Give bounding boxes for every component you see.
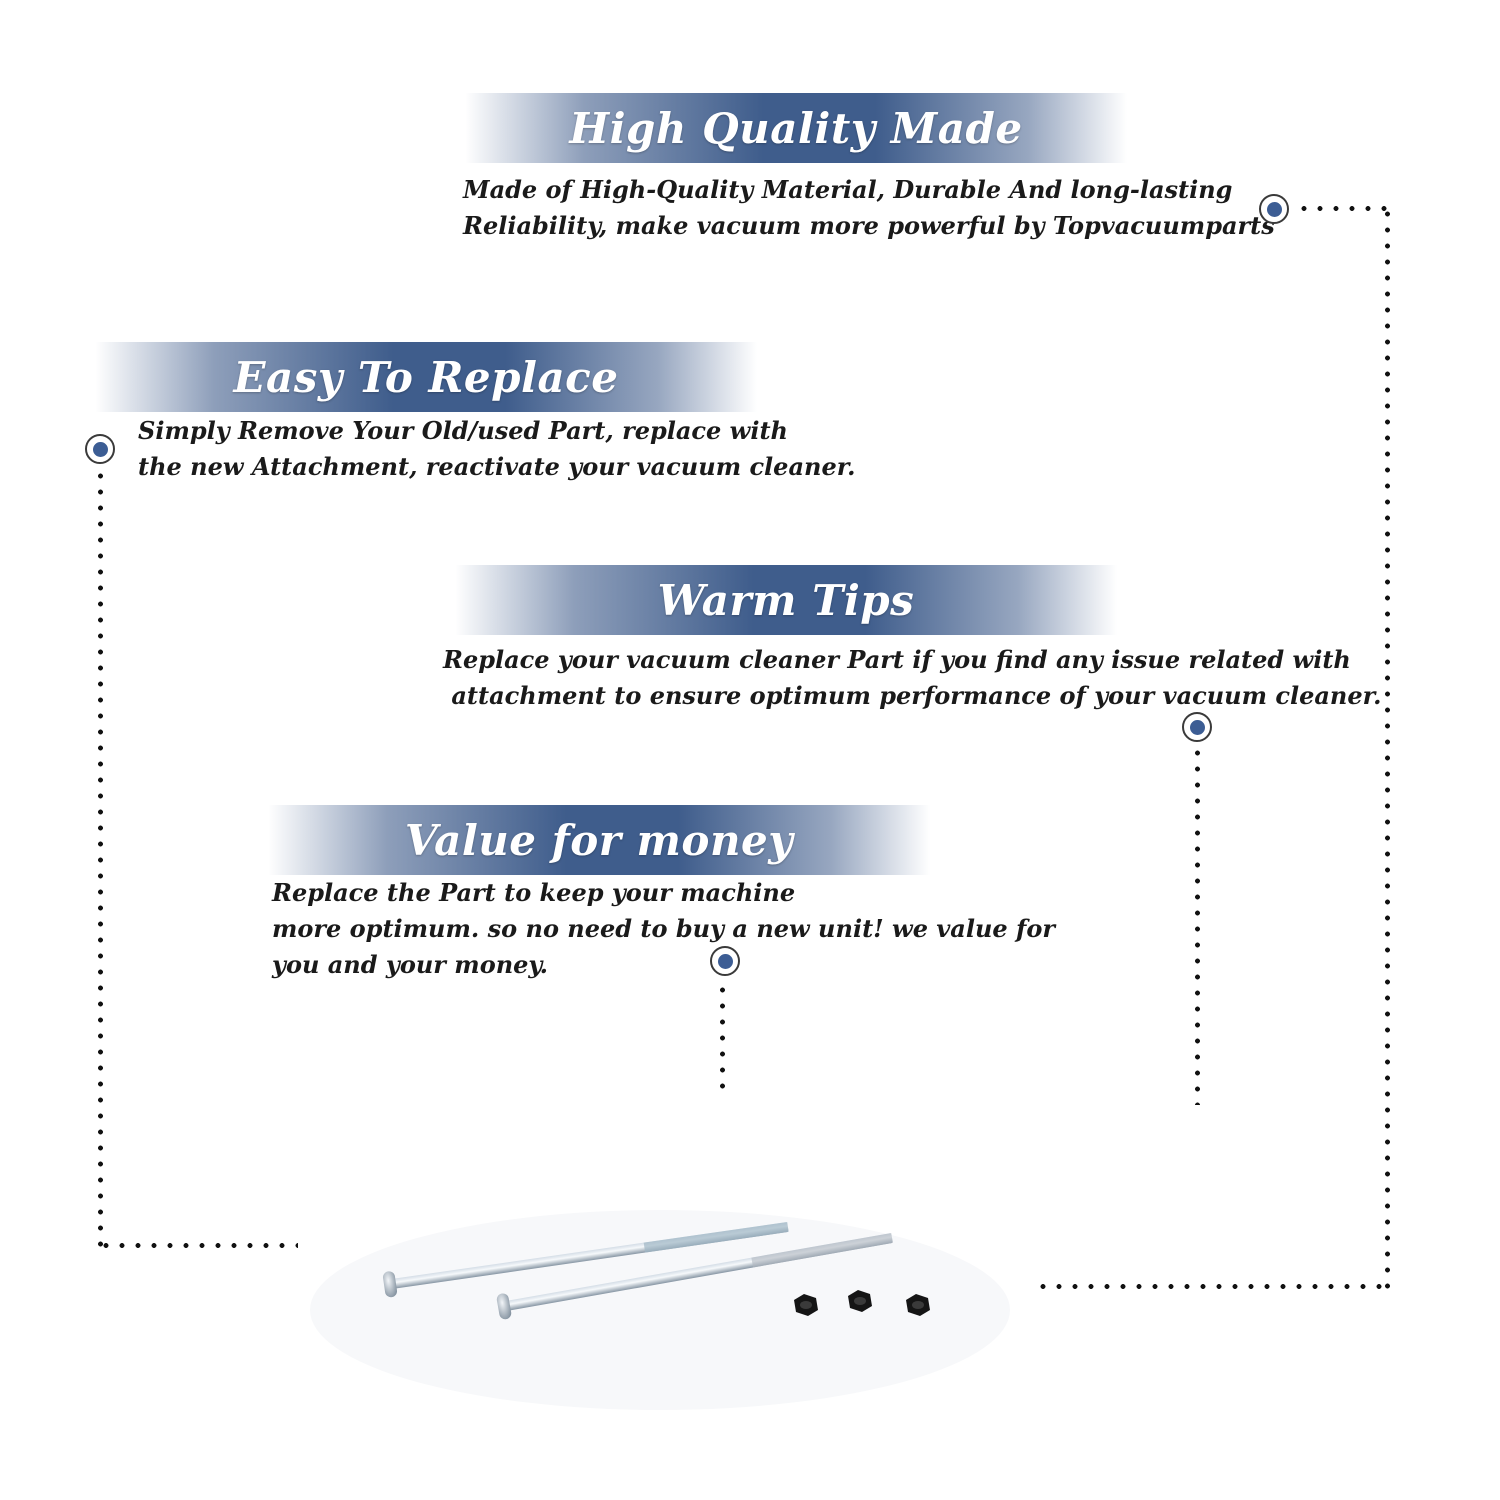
section-title: Value for money [404,815,794,865]
nut-icon [848,1290,872,1312]
section-title: Easy To Replace [233,352,619,402]
banner-high-quality-made: High Quality Made [465,93,1127,163]
section-title: High Quality Made [569,103,1023,153]
target-marker-icon [710,946,740,976]
dotted-connector [720,982,725,1092]
description-line: you and your money. [272,950,548,979]
description-line: Made of High-Quality Material, Durable A… [463,175,1233,204]
banner-warm-tips: Warm Tips [455,565,1117,635]
section-description: Simply Remove Your Old/used Part, replac… [138,413,856,485]
nut-icon [794,1294,818,1316]
product-shadow [310,1210,1010,1410]
dotted-connector [98,1243,298,1248]
section-description: Made of High-Quality Material, Durable A… [463,172,1275,244]
product-bolts-and-nuts-image [310,1210,1010,1410]
description-line: the new Attachment, reactivate your vacu… [138,452,856,481]
description-line: attachment to ensure optimum performance… [443,681,1382,710]
dotted-connector [1385,206,1390,1292]
description-line: Replace the Part to keep your machine [272,878,796,907]
section-description: Replace the Part to keep your machine mo… [272,875,1055,983]
banner-value-for-money: Value for money [268,805,930,875]
description-line: Simply Remove Your Old/used Part, replac… [138,416,788,445]
description-line: more optimum. so no need to buy a new un… [272,914,1055,943]
target-marker-icon [85,434,115,464]
target-marker-icon [1259,194,1289,224]
description-line: Replace your vacuum cleaner Part if you … [443,645,1351,674]
dotted-connector [1195,745,1200,1105]
banner-easy-to-replace: Easy To Replace [95,342,757,412]
section-title: Warm Tips [657,575,915,625]
bolt-icon [496,1233,893,1320]
dotted-connector [1296,206,1392,211]
dotted-connector [1035,1284,1391,1289]
bolt-icon [383,1221,789,1298]
nut-icon [906,1294,930,1316]
section-description: Replace your vacuum cleaner Part if you … [443,642,1381,714]
description-line: Reliability, make vacuum more powerful b… [463,211,1275,240]
target-marker-icon [1182,712,1212,742]
dotted-connector [98,468,103,1248]
